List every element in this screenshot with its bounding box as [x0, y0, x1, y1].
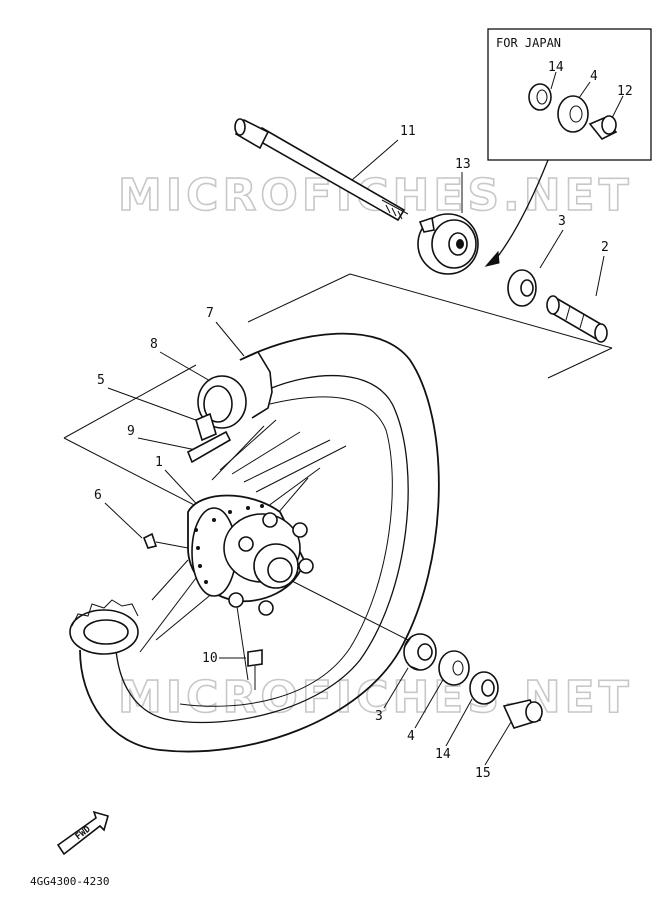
spoke-holes: [194, 504, 264, 584]
fwd-arrow-icon: FWD: [56, 810, 109, 856]
inset-title: FOR JAPAN: [496, 36, 561, 50]
callout-10: 10: [202, 651, 218, 666]
callout-1: 1: [155, 455, 163, 470]
callout-4-bottom: 4: [407, 729, 415, 744]
callout-9: 9: [127, 424, 135, 439]
bearing-top: [507, 269, 537, 307]
part-code: 4GG4300-4230: [30, 875, 109, 888]
front-axle: [234, 118, 409, 222]
callout-4-inset: 4: [590, 69, 598, 84]
callout-13: 13: [455, 157, 471, 172]
leader-lines: [104, 139, 605, 766]
inset-frame: [487, 28, 652, 161]
callout-12: 12: [617, 84, 633, 99]
assembly-guide-lines: [63, 273, 613, 641]
callout-2: 2: [601, 240, 609, 255]
inset-bearing: [557, 95, 589, 133]
callout-7: 7: [206, 306, 214, 321]
inset-oil-seal: [528, 83, 552, 111]
callout-14-bottom: 14: [435, 747, 451, 762]
oil-seal-bottom: [438, 650, 470, 686]
callout-5: 5: [97, 373, 105, 388]
callout-11: 11: [400, 124, 416, 139]
callout-14-inset: 14: [548, 60, 564, 75]
for-japan-inset: FOR JAPAN: [484, 28, 652, 267]
watermark-bottom: MICROFICHES.NET: [118, 672, 633, 723]
axle-collar: [546, 295, 608, 343]
seal-ring-bottom: [469, 671, 499, 705]
rim-band: [195, 412, 217, 442]
callout-3-top: 3: [558, 214, 566, 229]
wheel-hub: [187, 494, 314, 616]
inset-spacer: [588, 115, 618, 141]
balance-weight: [247, 649, 263, 690]
nipple-screw: [142, 532, 189, 549]
callout-8: 8: [150, 337, 158, 352]
front-wheel: [79, 332, 440, 753]
bearing-bottom: [403, 633, 437, 671]
tire-section-top: [197, 350, 273, 429]
callout-3-bottom: 3: [375, 709, 383, 724]
tire-section-bottom: [69, 599, 139, 655]
hub-bolts: [228, 512, 314, 616]
callout-6: 6: [94, 488, 102, 503]
callout-15: 15: [475, 766, 491, 781]
collar-15: [502, 699, 543, 729]
valve-stem: [186, 430, 232, 464]
gear-unit: [417, 213, 479, 275]
